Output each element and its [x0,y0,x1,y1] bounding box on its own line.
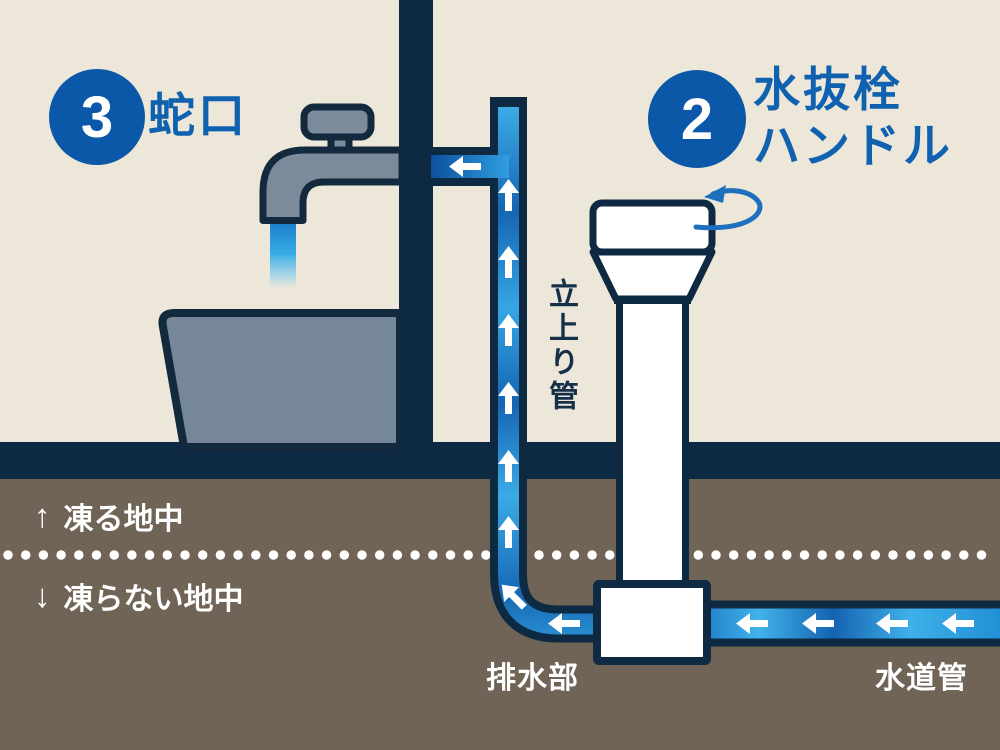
non-freezing-ground-label: ↓ 凍らない地中 [34,574,244,618]
step-badge-2: 2 [648,70,746,168]
rotate-arrow-icon [693,185,763,231]
step-number: 2 [680,86,714,152]
drain-valve-shoulder [589,248,716,303]
faucet [259,103,406,290]
step-badge-3: 3 [49,69,145,165]
drain-section-label: 排水部 [486,662,579,695]
riser-pipe-label: 立上り管 [544,278,577,414]
freezing-ground-text: 凍る地中 [63,503,184,536]
drain-valve-box [593,580,711,665]
sink-basin [158,309,404,451]
wall-post [399,0,433,450]
valve-handle-headline: 水抜栓 ハンドル [753,62,953,174]
valve-handle-headline-line2: ハンドル [753,119,953,172]
up-arrow-icon: ↑ [34,497,51,534]
drain-valve [589,199,716,665]
drain-valve-column [616,279,689,592]
non-freezing-ground-text: 凍らない地中 [63,583,244,616]
faucet-headline: 蛇口 [148,89,248,142]
water-supply-pipe-label: 水道管 [875,662,968,695]
faucet-spout [259,146,406,224]
water-stream [270,224,296,290]
down-arrow-icon: ↓ [34,577,51,614]
faucet-handle [300,103,375,141]
valve-handle-headline-line1: 水抜栓 [753,63,903,116]
step-number: 3 [80,84,114,150]
freezing-ground-label: ↑ 凍る地中 [34,494,184,538]
